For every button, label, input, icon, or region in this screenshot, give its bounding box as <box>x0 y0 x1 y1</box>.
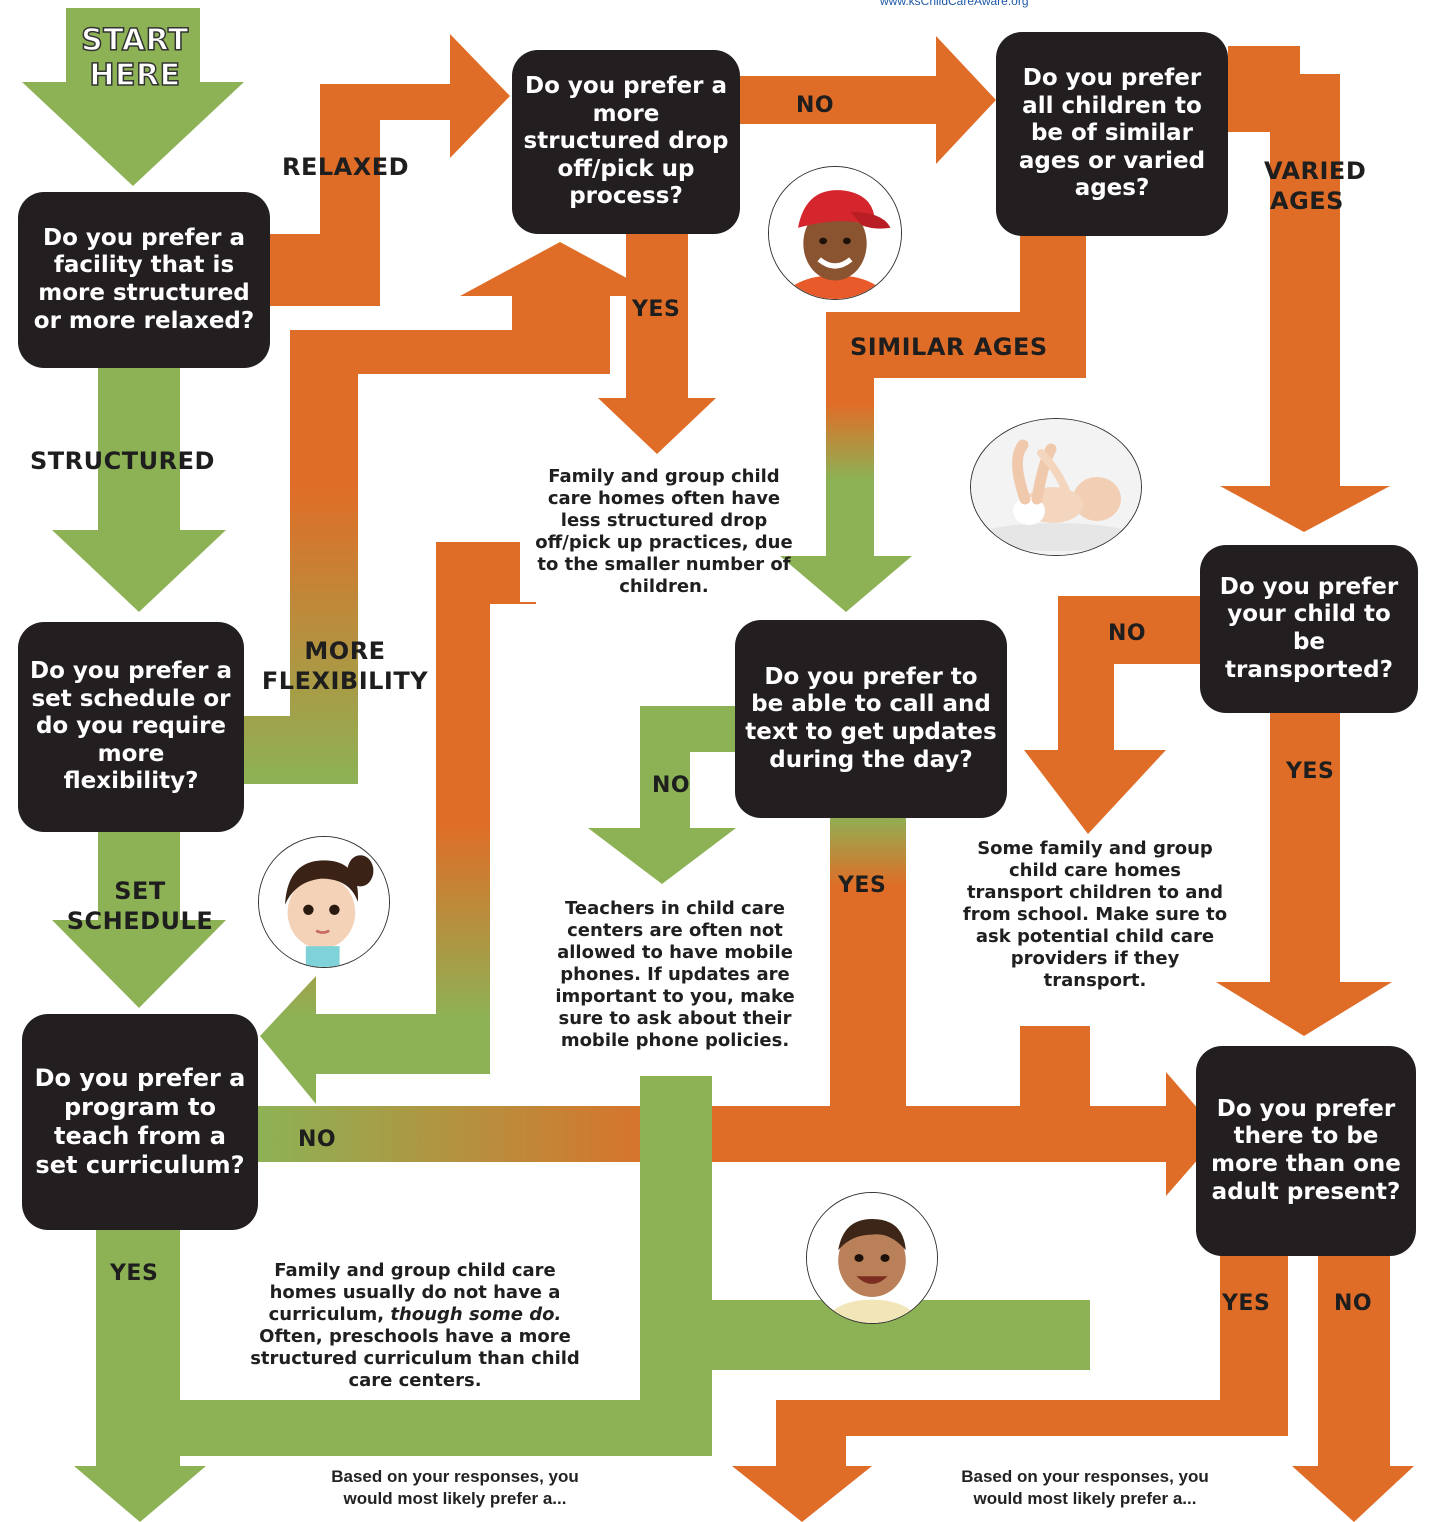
relaxed-arrow <box>268 34 510 306</box>
start-line-2: HERE <box>89 57 181 93</box>
note-curriculum-main: Family and group child care homes usuall… <box>268 1260 561 1325</box>
set-schedule-arrow <box>52 830 226 1008</box>
question-curriculum: Do you prefer a program to teach from a … <box>22 1014 258 1230</box>
photo-smiling-baby <box>806 1192 938 1324</box>
label-more-flexibility-1: MORE <box>304 637 386 665</box>
start-here-label: START HERE <box>70 23 200 94</box>
photo-boy-red-cap <box>768 166 902 300</box>
question-schedule-text: Do you prefer a set schedule or do you r… <box>30 658 232 795</box>
label-set-schedule: SET SCHEDULE <box>60 876 220 936</box>
similar-ages-arrow <box>780 234 1086 612</box>
website-url: www.ksChildCareAware.org <box>880 0 1029 8</box>
question-call-text-text: Do you prefer to be able to call and tex… <box>745 663 997 773</box>
question-dropoff: Do you prefer a more structured drop off… <box>512 50 740 234</box>
note-phones: Teachers in child care centers are often… <box>555 898 795 1051</box>
note-curriculum: Family and group child care homes usuall… <box>240 1260 590 1392</box>
phones-connector-right <box>712 1300 1090 1370</box>
label-set-schedule-2: SCHEDULE <box>66 907 214 935</box>
note-curriculum-italic: though some do. <box>390 1303 562 1325</box>
question-ages-text: Do you prefer all children to be of simi… <box>1018 65 1206 202</box>
ending-right: Based on your responses, you would most … <box>961 1467 1209 1509</box>
adults-yes-arrow <box>732 1252 1288 1522</box>
curriculum-yes-arrow <box>74 1228 640 1522</box>
photo-baby-feet <box>970 418 1142 556</box>
label-transport-no: NO <box>1108 621 1147 646</box>
note-curriculum-tail: Often, preschools have a more structured… <box>250 1325 580 1391</box>
dropoff-no-arrow <box>738 36 996 164</box>
start-arrow <box>22 8 244 186</box>
photo-girl-pigtails <box>258 836 390 968</box>
label-call-no: NO <box>652 773 691 798</box>
transport-note-connector <box>1020 1026 1090 1106</box>
call-yes-arrow <box>830 814 906 1106</box>
label-varied-ages: VARIED AGES <box>1264 156 1366 216</box>
note-dropoff: Family and group child care homes often … <box>535 466 793 597</box>
adults-no-arrow <box>1292 1252 1414 1522</box>
label-adults-no: NO <box>1334 1291 1373 1316</box>
question-transport-text: Do you prefer your child to be transport… <box>1219 573 1399 683</box>
question-schedule: Do you prefer a set schedule or do you r… <box>18 622 244 832</box>
curriculum-return-arrow <box>260 542 536 1104</box>
baby-illustration <box>971 419 1141 555</box>
label-curriculum-no: NO <box>298 1127 337 1152</box>
smiling-baby-illustration <box>807 1193 937 1323</box>
question-dropoff-text: Do you prefer a more structured drop off… <box>523 73 729 210</box>
call-no-arrow <box>588 706 736 884</box>
label-structured: STRUCTURED <box>30 447 215 475</box>
label-more-flexibility-2: FLEXIBILITY <box>261 667 429 695</box>
label-dropoff-no: NO <box>796 93 835 118</box>
boy-illustration <box>769 167 901 299</box>
phones-connector <box>640 1076 712 1456</box>
varied-ages-arrow <box>1220 46 1390 532</box>
question-curriculum-text: Do you prefer a program to teach from a … <box>34 1064 246 1179</box>
label-relaxed: RELAXED <box>282 153 410 181</box>
girl-illustration <box>259 837 389 967</box>
start-line-1: START <box>80 23 189 59</box>
question-call-text: Do you prefer to be able to call and tex… <box>735 620 1007 818</box>
transport-yes-arrow <box>1216 712 1392 1036</box>
ending-left: Based on your responses, you would most … <box>331 1467 579 1509</box>
label-curriculum-yes: YES <box>110 1261 159 1286</box>
label-dropoff-yes: YES <box>632 297 681 322</box>
note-transport: Some family and group child care homes t… <box>962 838 1228 991</box>
dropoff-yes-arrow <box>598 232 716 454</box>
question-ages: Do you prefer all children to be of simi… <box>996 32 1228 236</box>
label-varied-ages-2: AGES <box>1270 187 1344 215</box>
curriculum-no-arrow <box>258 1072 1220 1196</box>
label-set-schedule-1: SET <box>114 877 166 905</box>
label-call-yes: YES <box>838 873 887 898</box>
question-adults-text: Do you prefer there to be more than one … <box>1211 1095 1401 1205</box>
question-adults: Do you prefer there to be more than one … <box>1196 1046 1416 1256</box>
label-adults-yes: YES <box>1222 1291 1271 1316</box>
question-transport: Do you prefer your child to be transport… <box>1200 545 1418 713</box>
transport-no-arrow <box>1024 596 1200 834</box>
label-similar-ages: SIMILAR AGES <box>850 333 1048 361</box>
flexibility-arrow <box>244 242 660 784</box>
label-more-flexibility: MORE FLEXIBILITY <box>252 636 438 696</box>
label-varied-ages-1: VARIED <box>1264 157 1367 185</box>
structured-arrow <box>52 364 226 612</box>
question-facility: Do you prefer a facility that is more st… <box>18 192 270 368</box>
question-facility-text: Do you prefer a facility that is more st… <box>33 224 255 334</box>
label-transport-yes: YES <box>1286 759 1335 784</box>
